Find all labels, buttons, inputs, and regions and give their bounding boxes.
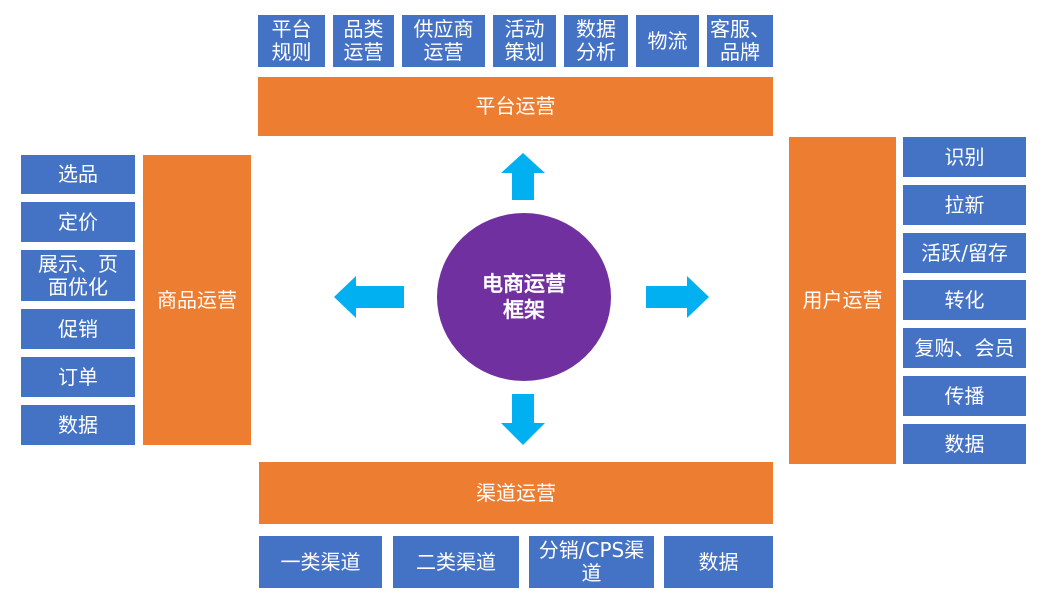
platform-item-category: 品类 运营 [333, 15, 394, 67]
user-item-identify: 识别 [903, 137, 1026, 177]
arrow-down-icon [501, 394, 545, 445]
platform-item-rules: 平台 规则 [258, 15, 325, 67]
platform-item-campaign: 活动 策划 [493, 15, 556, 67]
user-item-retention: 活跃/留存 [903, 233, 1026, 273]
user-item-spread: 传播 [903, 376, 1026, 416]
platform-item-logistics: 物流 [636, 15, 699, 67]
platform-operations-bar: 平台运营 [258, 77, 773, 136]
arrow-right-icon [646, 276, 709, 318]
channel-item-first: 一类渠道 [259, 536, 382, 588]
user-item-conversion: 转化 [903, 280, 1026, 320]
user-item-data: 数据 [903, 424, 1026, 464]
arrow-up-icon [501, 153, 545, 200]
product-item-display: 展示、页 面优化 [21, 250, 135, 301]
channel-item-data: 数据 [664, 536, 773, 588]
channel-item-second: 二类渠道 [393, 536, 519, 588]
user-operations-bar: 用户运营 [789, 137, 896, 464]
user-item-repurchase: 复购、会员 [903, 328, 1026, 368]
product-item-pricing: 定价 [21, 202, 135, 242]
channel-operations-bar: 渠道运营 [259, 462, 773, 524]
product-item-selection: 选品 [21, 155, 135, 194]
arrow-left-icon [334, 276, 404, 318]
center-circle: 电商运营 框架 [437, 213, 611, 381]
product-item-promotion: 促销 [21, 309, 135, 349]
user-item-acquire: 拉新 [903, 185, 1026, 225]
product-item-orders: 订单 [21, 357, 135, 397]
platform-item-service-brand: 客服、 品牌 [707, 15, 773, 67]
product-operations-bar: 商品运营 [143, 155, 251, 445]
platform-item-analytics: 数据 分析 [564, 15, 628, 67]
channel-item-distribution: 分销/CPS渠 道 [529, 536, 654, 588]
product-item-data: 数据 [21, 405, 135, 445]
platform-item-supplier: 供应商 运营 [402, 15, 485, 67]
